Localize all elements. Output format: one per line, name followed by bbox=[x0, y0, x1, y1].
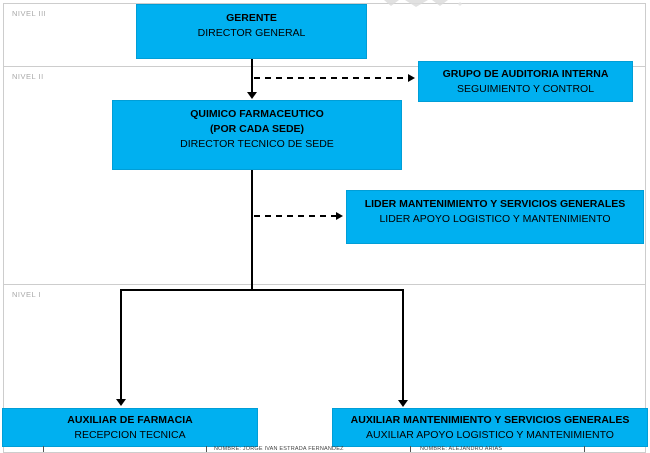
arrowhead-down-aux-farmacia bbox=[116, 399, 126, 406]
lane-label-nivel-1: NIVEL I bbox=[12, 290, 42, 299]
signature-row-tick bbox=[43, 446, 44, 452]
node-title-2: (POR CADA SEDE) bbox=[209, 123, 305, 135]
connector-quimico-branch bbox=[251, 170, 253, 290]
org-node-auditoria: GRUPO DE AUDITORIA INTERNA SEGUIMIENTO Y… bbox=[418, 61, 633, 102]
signature-row-tick bbox=[410, 446, 411, 452]
node-title: LIDER MANTENIMIENTO Y SERVICIOS GENERALE… bbox=[364, 198, 626, 210]
signature-name-right: NOMBRE: ALEJANDRO ARIAS bbox=[420, 446, 503, 452]
node-title: QUIMICO FARMACEUTICO bbox=[190, 108, 324, 120]
signature-name-left: NOMBRE: JORGE IVAN ESTRADA FERNANDEZ bbox=[214, 446, 344, 452]
arrowhead-down-quimico bbox=[247, 92, 257, 99]
node-title: GRUPO DE AUDITORIA INTERNA bbox=[442, 67, 609, 80]
watermark-fragment bbox=[384, 0, 462, 7]
node-title: AUXILIAR MANTENIMIENTO Y SERVICIOS GENER… bbox=[350, 413, 630, 426]
arrowhead-right-auditoria bbox=[408, 74, 415, 82]
connector-gerente-quimico bbox=[251, 59, 253, 93]
org-node-gerente: GERENTE DIRECTOR GENERAL bbox=[136, 4, 367, 59]
node-title: AUXILIAR DE FARMACIA bbox=[67, 413, 193, 426]
lane-label-nivel-2: NIVEL II bbox=[12, 72, 44, 81]
node-title: GERENTE bbox=[226, 12, 277, 24]
arrowhead-right-lider bbox=[336, 212, 343, 220]
signature-row-tick bbox=[206, 446, 207, 452]
node-subtitle: RECEPCION TECNICA bbox=[74, 428, 186, 441]
connector-dashed-auditoria bbox=[254, 77, 408, 79]
org-node-lider: LIDER MANTENIMIENTO Y SERVICIOS GENERALE… bbox=[346, 190, 644, 244]
node-subtitle: AUXILIAR APOYO LOGISTICO Y MANTENIMIENTO bbox=[366, 428, 614, 441]
org-node-quimico: QUIMICO FARMACEUTICO (POR CADA SEDE) DIR… bbox=[112, 100, 402, 170]
org-node-aux-farmacia: AUXILIAR DE FARMACIA RECEPCION TECNICA bbox=[2, 408, 258, 447]
lane-label-nivel-3: NIVEL III bbox=[12, 9, 47, 18]
signature-row-tick bbox=[584, 446, 585, 452]
node-subtitle: DIRECTOR TECNICO DE SEDE bbox=[180, 138, 334, 150]
node-subtitle: DIRECTOR GENERAL bbox=[197, 27, 306, 39]
node-subtitle: SEGUIMIENTO Y CONTROL bbox=[456, 82, 595, 95]
org-node-aux-mantenimiento: AUXILIAR MANTENIMIENTO Y SERVICIOS GENER… bbox=[332, 408, 648, 447]
branch-bar bbox=[120, 289, 404, 291]
connector-branch-aux-farmacia bbox=[120, 289, 122, 400]
connector-dashed-lider bbox=[254, 215, 336, 217]
node-subtitle: LIDER APOYO LOGISTICO Y MANTENIMIENTO bbox=[379, 213, 611, 225]
connector-branch-aux-mantenimiento bbox=[402, 289, 404, 401]
arrowhead-down-aux-mantenimiento bbox=[398, 400, 408, 407]
